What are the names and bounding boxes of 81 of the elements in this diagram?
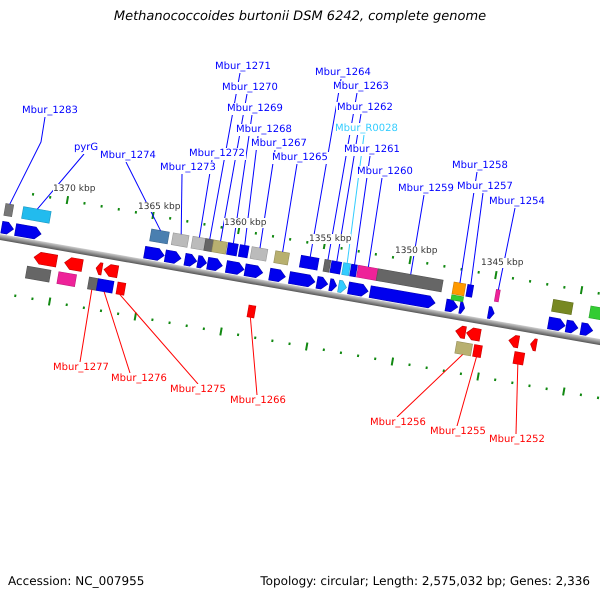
- leader-line: [354, 156, 370, 266]
- gene-box: [238, 244, 250, 258]
- gene-box: [273, 250, 290, 266]
- gene-box: [465, 284, 474, 298]
- gene-label: Mbur_1273: [159, 162, 217, 174]
- gene-label: Mbur_1261: [343, 144, 401, 156]
- gene-label: Mbur_1252: [488, 434, 546, 446]
- gene-box: [170, 232, 190, 248]
- gene-box: [246, 304, 256, 318]
- gene-box: [512, 351, 526, 366]
- gene-label: Mbur_1269: [226, 103, 284, 115]
- leader-line: [250, 316, 258, 396]
- gene-box: [454, 341, 473, 356]
- gene-label: Mbur_1283: [21, 105, 79, 117]
- gene-box: [87, 276, 99, 291]
- gene-box: [149, 228, 170, 244]
- gene-box: [472, 344, 483, 358]
- gene-label: Mbur_1260: [356, 166, 414, 178]
- gene-label: Mbur_1268: [235, 124, 293, 136]
- scale-label: 1345 kbp: [481, 258, 524, 268]
- gene-box: [376, 268, 444, 292]
- gene-label: Mbur_1257: [456, 181, 514, 193]
- leader-line: [516, 364, 518, 434]
- scale-label: 1350 kbp: [395, 246, 438, 256]
- gene-box: [452, 282, 466, 296]
- gene-box: [190, 236, 206, 251]
- gene-label: Mbur_1265: [271, 152, 329, 164]
- gene-label: Mbur_1276: [110, 373, 168, 385]
- leader-line: [368, 178, 382, 268]
- gene-box: [356, 264, 379, 281]
- scale-label: 1360 kbp: [224, 218, 266, 228]
- gene-box: [96, 278, 114, 294]
- gene-box: [21, 206, 52, 224]
- accession-text: Accession: NC_007955: [8, 574, 144, 588]
- scale-label: 1355 kbp: [309, 234, 352, 244]
- gene-box: [3, 203, 14, 218]
- leader-line: [104, 291, 130, 374]
- gene-box: [226, 242, 239, 256]
- gene-label: Mbur_1267: [250, 138, 308, 150]
- gene-box: [349, 264, 358, 278]
- leader-line: [119, 294, 198, 384]
- gene-label: Mbur_R0028: [334, 123, 399, 135]
- gene-label: Mbur_1259: [397, 183, 455, 195]
- gene-box: [494, 289, 501, 302]
- scale-label: 1370 kbp: [53, 184, 96, 194]
- leader-line: [126, 162, 161, 232]
- genome-info-text: Topology: circular; Length: 2,575,032 bp; Genes: 2,336: [260, 574, 590, 588]
- leader-line: [180, 174, 182, 235]
- gene-box: [329, 260, 342, 274]
- gene-label: Mbur_1271: [214, 61, 272, 73]
- leader-line: [396, 354, 464, 418]
- gene-label: Mbur_1266: [229, 395, 287, 407]
- leader-line: [470, 192, 484, 286]
- gene-box: [211, 240, 228, 254]
- gene-box: [250, 246, 268, 262]
- gene-label: Mbur_1274: [99, 150, 157, 162]
- gene-label: Mbur_1254: [488, 196, 546, 208]
- gene-box: [322, 259, 332, 273]
- gene-label: Mbur_1256: [369, 417, 427, 429]
- gene-label: Mbur_1272: [188, 148, 246, 160]
- leader-line: [456, 356, 477, 426]
- gene-label: Mbur_1258: [451, 160, 509, 172]
- gene-label: pyrG: [73, 142, 100, 154]
- gene-label: Mbur_1255: [429, 426, 487, 438]
- leader-line: [410, 194, 424, 275]
- gene-label: Mbur_1270: [221, 82, 279, 94]
- gene-label: Mbur_1262: [336, 102, 394, 114]
- gene-box: [203, 238, 214, 252]
- leader-line: [498, 208, 516, 290]
- title: Methanococcoides burtonii DSM 6242, complete genome: [112, 9, 488, 24]
- gene-label: Mbur_1264: [314, 67, 372, 79]
- leader-line: [9, 116, 46, 205]
- gene-box: [298, 254, 320, 271]
- scale-label: 1365 kbp: [138, 202, 180, 212]
- leader-line: [80, 289, 92, 362]
- gene-label: Mbur_1275: [169, 384, 227, 396]
- leader-line: [459, 172, 478, 284]
- gene-box: [341, 262, 351, 276]
- gene-box: [116, 282, 126, 296]
- gene-label: Mbur_1263: [332, 81, 390, 93]
- gene-label: Mbur_1277: [52, 362, 110, 374]
